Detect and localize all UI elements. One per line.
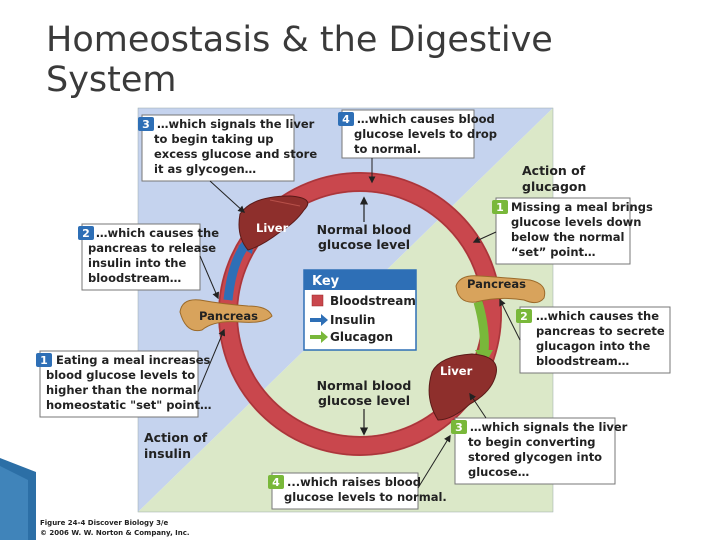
glucagon-step-3-line-2: to begin converting xyxy=(468,435,596,449)
liver-right-label: Liver xyxy=(440,364,473,378)
insulin-step-2-line-4: bloodstream… xyxy=(88,271,181,285)
glucagon-step-2-line-1: …which causes the xyxy=(536,309,659,323)
glucagon-step-1-line-3: below the normal xyxy=(511,230,624,244)
glucagon-step-2-number: 2 xyxy=(520,310,528,323)
glucagon-step-4-line-2: glucose levels to normal. xyxy=(284,490,447,504)
green-arrow-icon xyxy=(310,331,328,343)
pancreas-left-icon xyxy=(179,299,273,332)
action-glucagon-line-1: Action of xyxy=(522,163,586,178)
key-item-bloodstream: Bloodstream xyxy=(330,294,416,308)
key-title: Key xyxy=(312,274,340,289)
insulin-step-1-number: 1 xyxy=(40,354,48,367)
glucagon-step-2-line-3: glucagon into the xyxy=(536,339,650,353)
insulin-step-4-line-2: glucose levels to drop xyxy=(354,127,497,141)
insulin-step-3-line-4: it as glycogen… xyxy=(154,162,256,176)
insulin-step-4-number: 4 xyxy=(342,113,350,126)
insulin-step-3-line-2: to begin taking up xyxy=(154,132,274,146)
slide-title-line-1: Homeostasis & the Digestive xyxy=(46,20,553,60)
pancreas-left-label: Pancreas xyxy=(199,309,258,323)
insulin-step-1-line-2: blood glucose levels to xyxy=(46,368,195,382)
glucagon-step-3-line-1: …which signals the liver xyxy=(470,420,628,434)
glucagon-step-3-line-3: stored glycogen into xyxy=(468,450,602,464)
slide-title-line-2: System xyxy=(46,60,177,100)
insulin-step-2-number: 2 xyxy=(82,227,90,240)
glucagon-step-1-line-1: Missing a meal brings xyxy=(511,200,653,214)
insulin-step-4-line-3: to normal. xyxy=(354,142,421,156)
insulin-step-2-line-3: insulin into the xyxy=(88,256,186,270)
insulin-step-2-line-2: pancreas to release xyxy=(88,241,216,255)
connector-arrows xyxy=(197,158,521,489)
liver-left-icon xyxy=(238,195,309,251)
glucagon-step-4-number: 4 xyxy=(272,476,280,489)
glucagon-step-3-number: 3 xyxy=(455,421,463,434)
normal-level-top-line-1: Normal blood xyxy=(317,222,412,237)
glucagon-step-4-line-1: ...which raises blood xyxy=(287,475,421,489)
glucagon-step-1-line-4: “set” point… xyxy=(511,245,596,259)
normal-level-top-line-2: glucose level xyxy=(318,237,410,252)
action-insulin-line-1: Action of xyxy=(144,430,208,445)
glucagon-step-1-line-2: glucose levels down xyxy=(511,215,642,229)
pancreas-right-label: Pancreas xyxy=(467,277,526,291)
pancreas-right-icon xyxy=(455,275,546,304)
figure-credit-line-1: Figure 24-4 Discover Biology 3/e xyxy=(40,519,168,527)
key-item-glucagon: Glucagon xyxy=(330,330,393,344)
glucagon-step-2-line-2: pancreas to secrete xyxy=(536,324,665,338)
insulin-step-1-line-1: Eating a meal increases xyxy=(56,353,211,367)
corner-accent xyxy=(0,458,36,540)
insulin-step-3-number: 3 xyxy=(142,118,150,131)
action-insulin-line-2: insulin xyxy=(144,446,191,461)
action-glucagon-line-2: glucagon xyxy=(522,179,586,194)
figure-credit-line-2: © 2006 W. W. Norton & Company, Inc. xyxy=(40,529,190,537)
glucagon-step-3-line-4: glucose… xyxy=(468,465,529,479)
insulin-step-3-line-3: excess glucose and store xyxy=(154,147,317,161)
liver-left-label: Liver xyxy=(256,221,289,235)
key-legend: Key Bloodstream Insulin Glucagon xyxy=(303,269,417,351)
glucagon-step-2-line-4: bloodstream… xyxy=(536,354,629,368)
red-square-icon xyxy=(311,294,324,307)
normal-level-bottom-line-1: Normal blood xyxy=(317,378,412,393)
insulin-step-2-line-1: …which causes the xyxy=(96,226,219,240)
insulin-step-4-line-1: …which causes blood xyxy=(357,112,495,126)
key-item-insulin: Insulin xyxy=(330,313,375,327)
glucagon-step-1-number: 1 xyxy=(496,201,504,214)
insulin-step-1-line-3: higher than the normal xyxy=(46,383,197,397)
blue-arrow-icon xyxy=(310,314,328,326)
slide-title: Homeostasis & the Digestive System xyxy=(46,20,553,100)
liver-right-icon xyxy=(428,353,497,421)
normal-level-bottom-line-2: glucose level xyxy=(318,393,410,408)
insulin-step-3-line-1: …which signals the liver xyxy=(157,117,315,131)
glucagon-arrow xyxy=(473,300,489,353)
insulin-step-1-line-4: homeostatic "set" point… xyxy=(46,398,212,412)
